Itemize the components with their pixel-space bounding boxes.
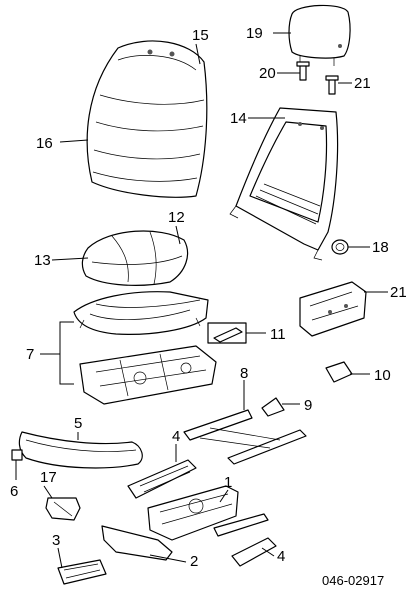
slide-rail <box>183 409 307 465</box>
callout-21-right: 21 <box>354 75 371 92</box>
seat-side-trim-lower <box>101 525 173 561</box>
grommet <box>331 239 349 255</box>
cushion-frame-lower <box>79 345 217 405</box>
callout-4-upper: 4 <box>172 428 180 445</box>
callout-4-lower: 4 <box>277 548 285 565</box>
callout-18: 16 <box>36 135 53 152</box>
leader-lines <box>15 32 388 569</box>
callout-13: 12 <box>168 209 185 226</box>
callout-2: 2 <box>190 553 198 570</box>
callout-9: 17 <box>40 469 57 486</box>
callout-7: 7 <box>26 346 34 363</box>
side-shield <box>127 459 197 499</box>
trim-clip <box>11 449 23 461</box>
side-shield-rear <box>231 537 277 567</box>
callout-8: 8 <box>240 365 248 382</box>
headrest <box>288 4 351 66</box>
switch-panel <box>299 281 367 337</box>
backrest-frame <box>229 107 339 261</box>
callout-17: 15 <box>192 27 209 44</box>
callout-14: 13 <box>34 252 51 269</box>
callout-6: 6 <box>10 483 18 500</box>
callout-19: 18 <box>372 239 389 256</box>
recliner-cover-small <box>325 361 353 383</box>
callout-10: 10 <box>374 367 391 384</box>
storage-tray <box>57 559 107 585</box>
callout-12: 11 <box>270 326 286 343</box>
backrest-cover <box>86 40 208 198</box>
callout-20: 19 <box>246 25 263 42</box>
recliner-cover <box>261 397 285 417</box>
latch-cover <box>207 322 247 344</box>
cushion-side-cover <box>18 431 143 469</box>
callout-1: 1 <box>224 474 232 491</box>
cushion-frame-upper <box>73 291 209 335</box>
callout-11: 9 <box>304 397 312 414</box>
headrest-guide-left <box>296 61 310 81</box>
callout-3: 3 <box>52 532 60 549</box>
clip-bracket <box>45 497 81 521</box>
callout-16: 14 <box>230 110 247 127</box>
cushion-cover <box>81 230 189 286</box>
headrest-guide-right <box>325 75 339 95</box>
callout-15: 21 <box>390 284 407 301</box>
callout-5: 5 <box>74 415 82 432</box>
callout-21-left: 20 <box>259 65 276 82</box>
drawing-code: 046-02917 <box>322 573 384 588</box>
seat-track-assembly <box>147 485 269 541</box>
